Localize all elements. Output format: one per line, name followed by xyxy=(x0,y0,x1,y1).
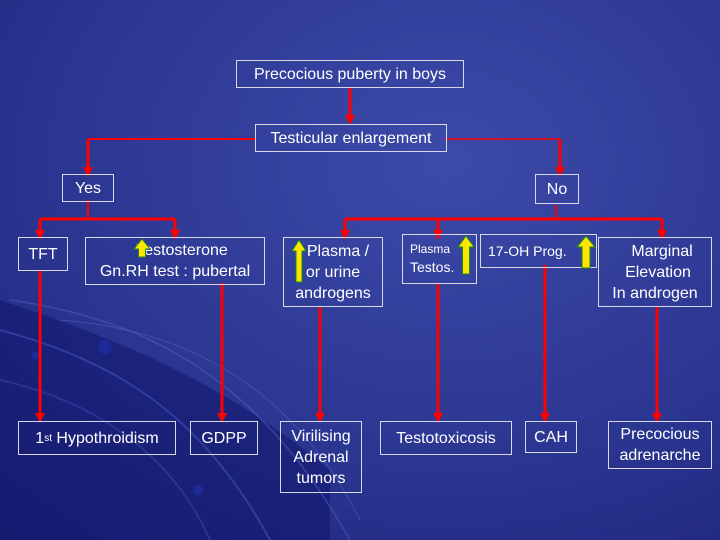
up-arrow-icon xyxy=(457,235,475,275)
root-node: Precocious puberty in boys xyxy=(236,60,464,88)
decor-dot xyxy=(193,485,203,495)
cah-node: CAH xyxy=(525,421,577,453)
marginal-elevation-node: Marginal Elevation In androgen xyxy=(598,237,712,307)
plasma-testos-node: Plasma Testos. xyxy=(402,234,477,284)
adren-line1: Precocious xyxy=(620,426,700,443)
plasma-testos-line1: Plasma xyxy=(410,242,451,256)
up-arrow-icon xyxy=(291,239,307,283)
no-node: No xyxy=(535,174,579,204)
testicular-enlargement-node: Testicular enlargement xyxy=(255,124,447,152)
plasma-line3: androgens xyxy=(295,284,371,302)
gdpp-label: GDPP xyxy=(201,429,247,447)
decor-dot xyxy=(31,351,39,359)
marginal-line3: In androgen xyxy=(612,284,698,302)
up-arrow-icon xyxy=(133,238,151,258)
viril-line2: Adrenal xyxy=(293,448,349,466)
plasma-line1: Plasma / xyxy=(306,242,370,260)
plasma-line2: or urine xyxy=(305,263,361,281)
plasma-androgens-node: Plasma / or urine androgens xyxy=(283,237,383,307)
up-arrow-icon xyxy=(576,235,596,269)
gdpp-node: GDPP xyxy=(190,421,258,455)
testotoxicosis-label: Testotoxicosis xyxy=(396,429,496,447)
tft-label: TFT xyxy=(28,245,58,263)
decor-dot xyxy=(98,340,112,354)
precocious-adrenarche-node: Precocious adrenarche xyxy=(608,421,712,469)
adren-line2: adrenarche xyxy=(619,447,701,464)
ohprog-node: 17-OH Prog. xyxy=(480,234,597,268)
tft-node: TFT xyxy=(18,237,68,271)
marginal-line1: Marginal xyxy=(631,242,693,260)
testosterone-line2: Gn.RH test : pubertal xyxy=(99,263,251,280)
testicular-enlargement-label: Testicular enlargement xyxy=(270,129,432,147)
root-label: Precocious puberty in boys xyxy=(253,65,447,83)
cah-label: CAH xyxy=(534,428,568,446)
testosterone-node: Testosterone Gn.RH test : pubertal xyxy=(85,237,265,285)
virilising-tumors-node: Virilising Adrenal tumors xyxy=(280,421,362,493)
testotoxicosis-node: Testotoxicosis xyxy=(380,421,512,455)
ohprog-label: 17-OH Prog. xyxy=(488,242,567,259)
marginal-line2: Elevation xyxy=(625,263,691,281)
testosterone-line1: Testosterone xyxy=(136,242,228,259)
yes-label: Yes xyxy=(74,179,102,197)
viril-line1: Virilising xyxy=(291,427,351,445)
plasma-testos-line2: Testos. xyxy=(410,259,455,275)
yes-node: Yes xyxy=(62,174,114,202)
no-label: No xyxy=(546,180,568,198)
hypo-ordinal: 1 xyxy=(35,429,45,447)
hypo-text: Hypothroidism xyxy=(51,429,159,447)
viril-line3: tumors xyxy=(296,469,346,487)
hypo-sup: st xyxy=(44,432,52,444)
